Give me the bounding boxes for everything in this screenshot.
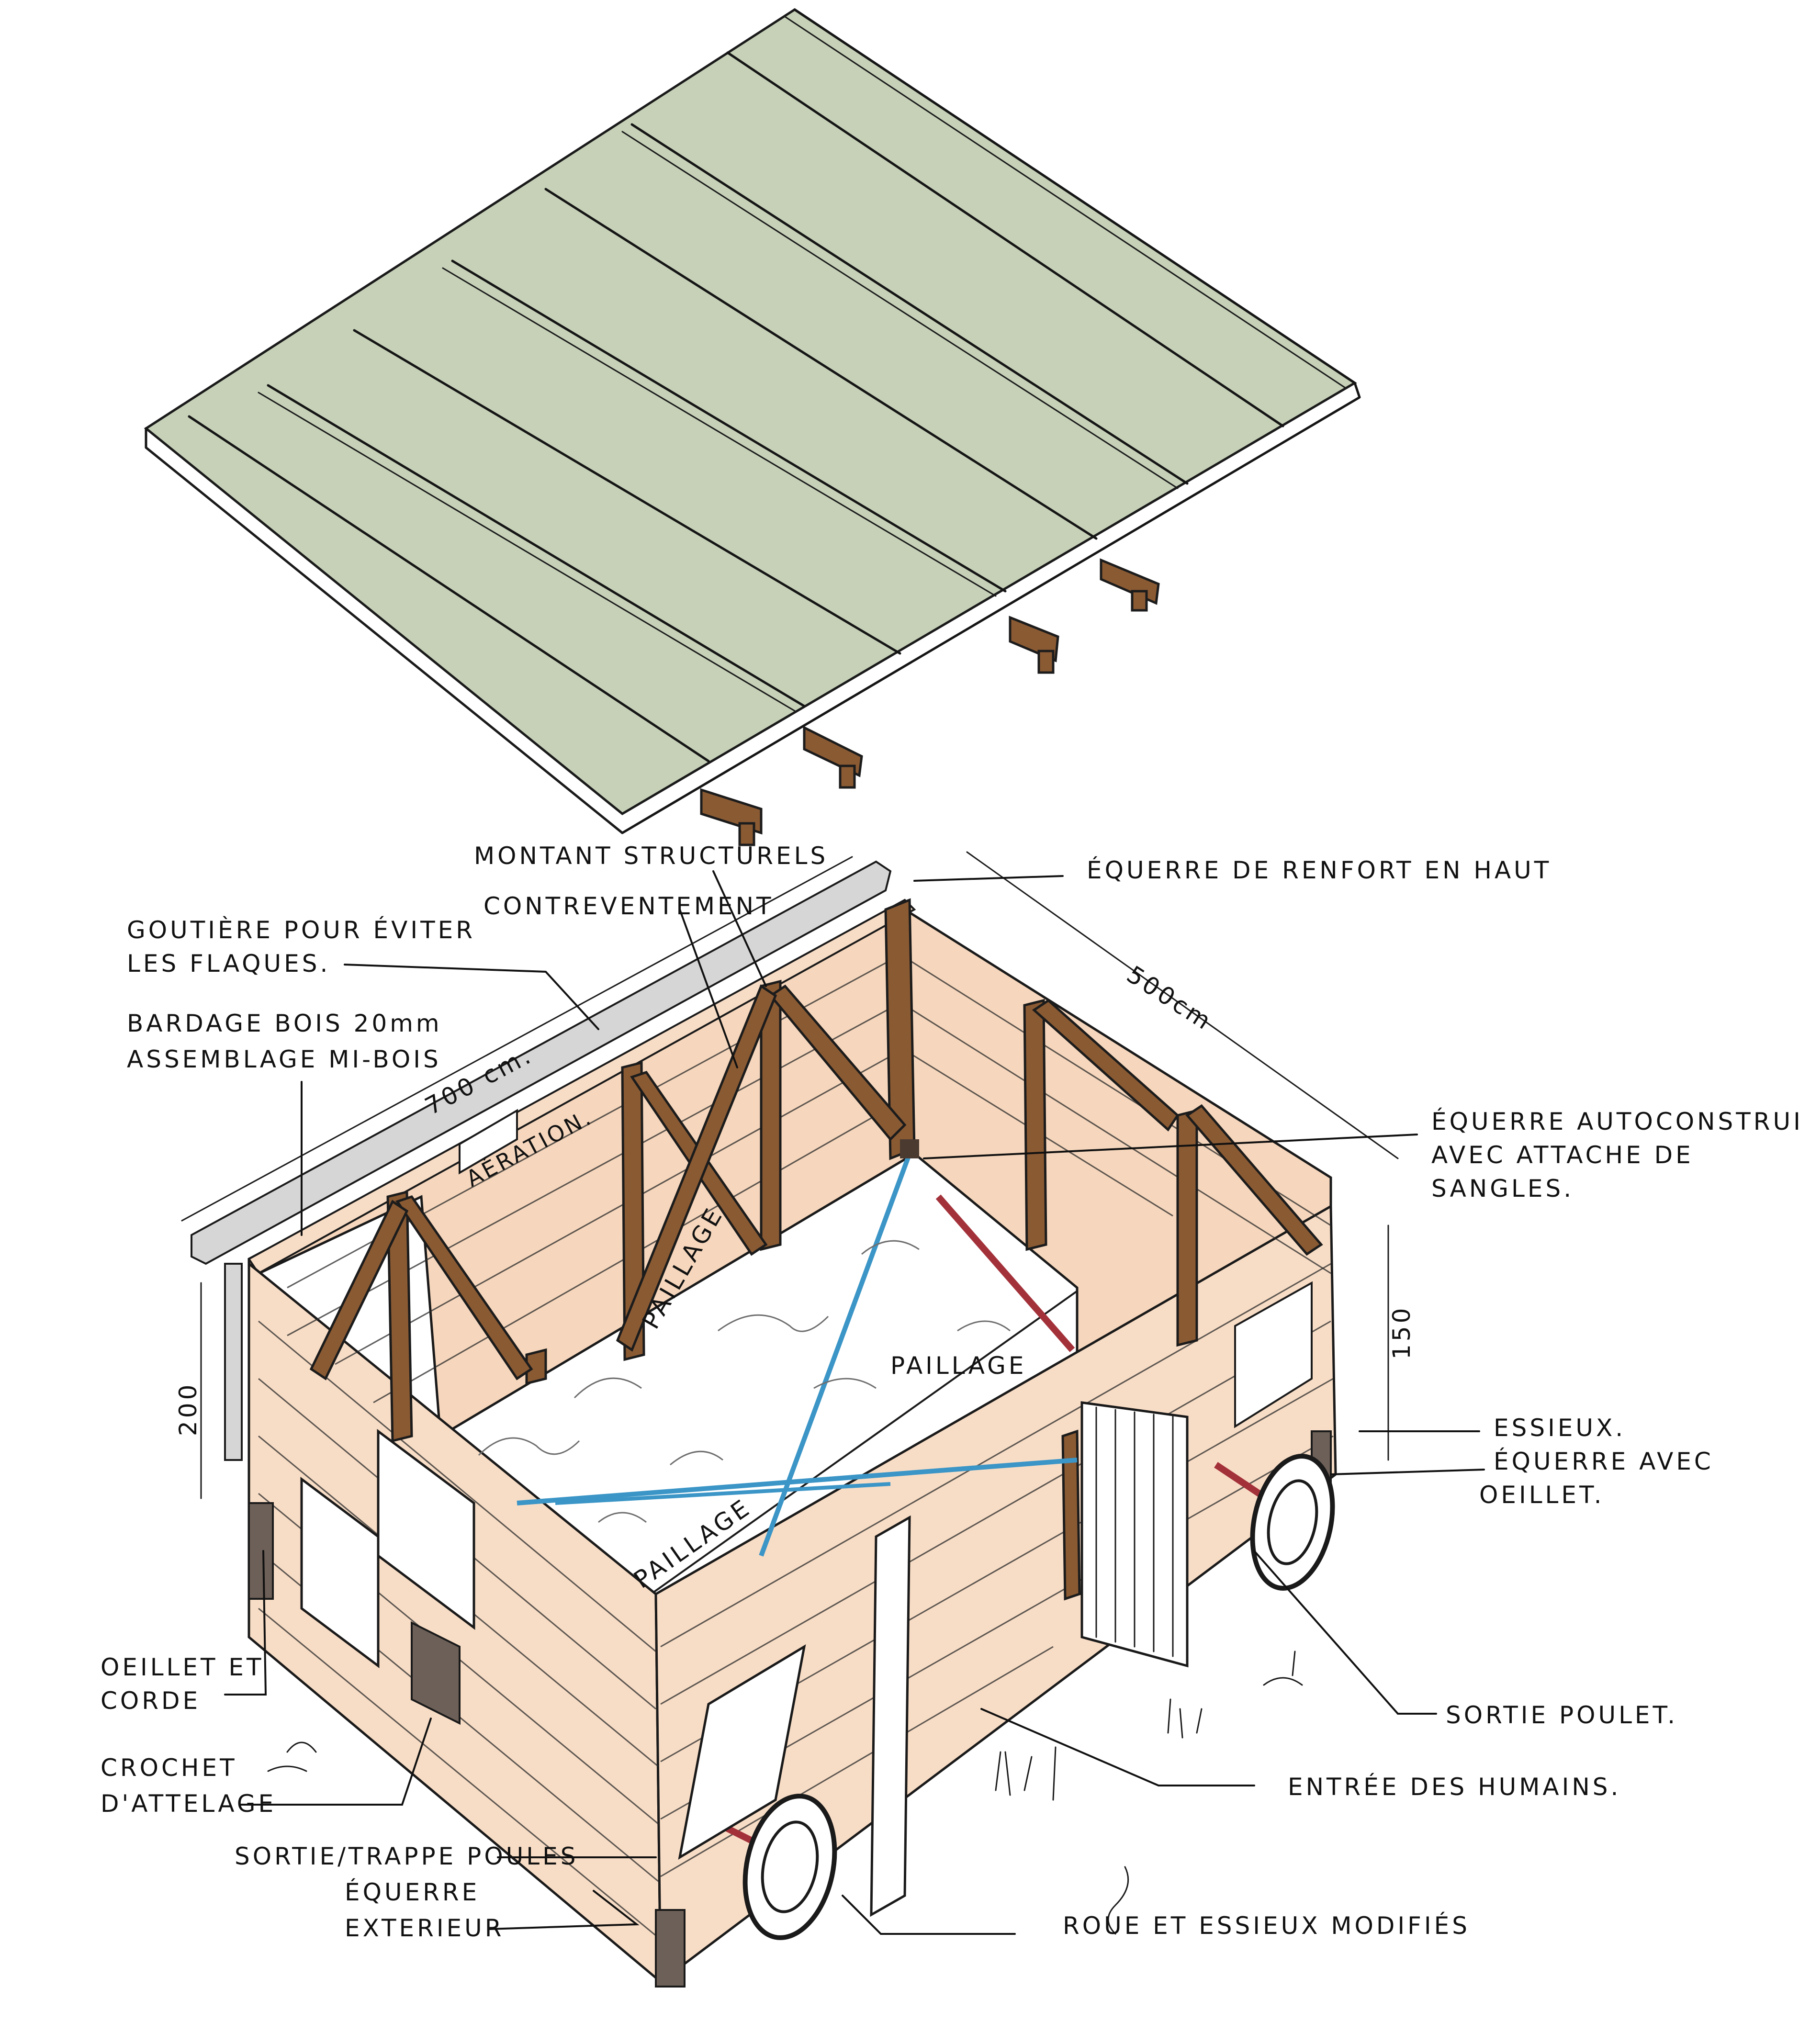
window-back-right (1234, 1281, 1313, 1428)
corner-brackets (248, 1139, 1332, 1988)
label-equerre-auto-3: SANGLES. (1431, 1175, 1574, 1202)
leader-lines (224, 870, 1485, 1935)
label-sortie-poulet: SORTIE POULET. (1446, 1701, 1678, 1729)
label-essieux: ESSIEUX. (1494, 1414, 1626, 1442)
label-dim-200: 200 (174, 1382, 202, 1436)
roof-purlins (700, 558, 1160, 846)
label-entree: ENTRÉE DES HUMAINS. (1288, 1773, 1621, 1801)
label-dim-500: 500cm (1122, 960, 1218, 1036)
label-dim-150: 150 (1388, 1305, 1416, 1359)
label-equerre-auto-2: AVEC ATTACHE DE (1431, 1141, 1694, 1169)
label-oeillet-1: OEILLET ET (101, 1653, 264, 1681)
grass (267, 1651, 1303, 1935)
label-montant: MONTANT STRUCTURELS (474, 842, 828, 870)
label-paillage-2: PAILLAGE (890, 1352, 1026, 1380)
roof-sheet (144, 8, 1357, 816)
side-hatch (678, 1644, 806, 1860)
label-oeillet-2: CORDE (101, 1687, 201, 1715)
label-bardage-1: BARDAGE BOIS 20mm (127, 1010, 442, 1037)
coop-body (191, 860, 1337, 1988)
window-center (377, 1429, 475, 1630)
label-equerre-haut: ÉQUERRE DE RENFORT EN HAUT (1087, 856, 1552, 884)
label-crochet-1: CROCHET (101, 1754, 237, 1782)
structural-frame (309, 898, 1323, 1601)
dimensions (181, 851, 1399, 1499)
label-equerre-ext-1: ÉQUERRE (345, 1878, 480, 1906)
entry-door-opening (870, 1515, 911, 1917)
doors (411, 1401, 1189, 1917)
downpipe (224, 1263, 243, 1461)
label-contrevent: CONTREVENTEMENT (483, 892, 774, 920)
chicken-hatch-dark (411, 1621, 461, 1725)
gutter-rail (191, 860, 892, 1265)
wheels (742, 1454, 1335, 1940)
label-bardage-2: ASSEMBLAGE MI-BOIS (127, 1045, 441, 1073)
label-crochet-2: D'ATTELAGE (101, 1790, 276, 1818)
label-equerre-auto-1: ÉQUERRE AUTOCONSTRUITE (1431, 1107, 1799, 1135)
strap-cross (517, 1458, 1078, 1505)
label-equerre-ext-2: EXTERIEUR (345, 1914, 505, 1942)
roof-ribs (188, 8, 1356, 763)
windows (300, 1109, 1313, 1668)
label-gouttiere-2: LES FLAQUES. (127, 950, 330, 977)
hay (478, 1240, 1011, 1523)
label-equerre-oeil-2: OEILLET. (1479, 1481, 1605, 1509)
label-gouttiere-1: GOUTIÈRE POUR ÉVITER (127, 916, 475, 944)
label-trappe: SORTIE/TRAPPE POULES (235, 1842, 578, 1870)
label-equerre-oeil-1: ÉQUERRE AVEC (1494, 1447, 1714, 1475)
roof-panel (144, 8, 1361, 846)
axle-red-rear (935, 1194, 1075, 1352)
gutter (191, 860, 892, 1461)
strap-rear (555, 1482, 891, 1505)
window-left (300, 1477, 380, 1668)
aeration-slot (459, 1109, 518, 1175)
label-roue: ROUE ET ESSIEUX MODIFIÉS (1063, 1911, 1470, 1940)
